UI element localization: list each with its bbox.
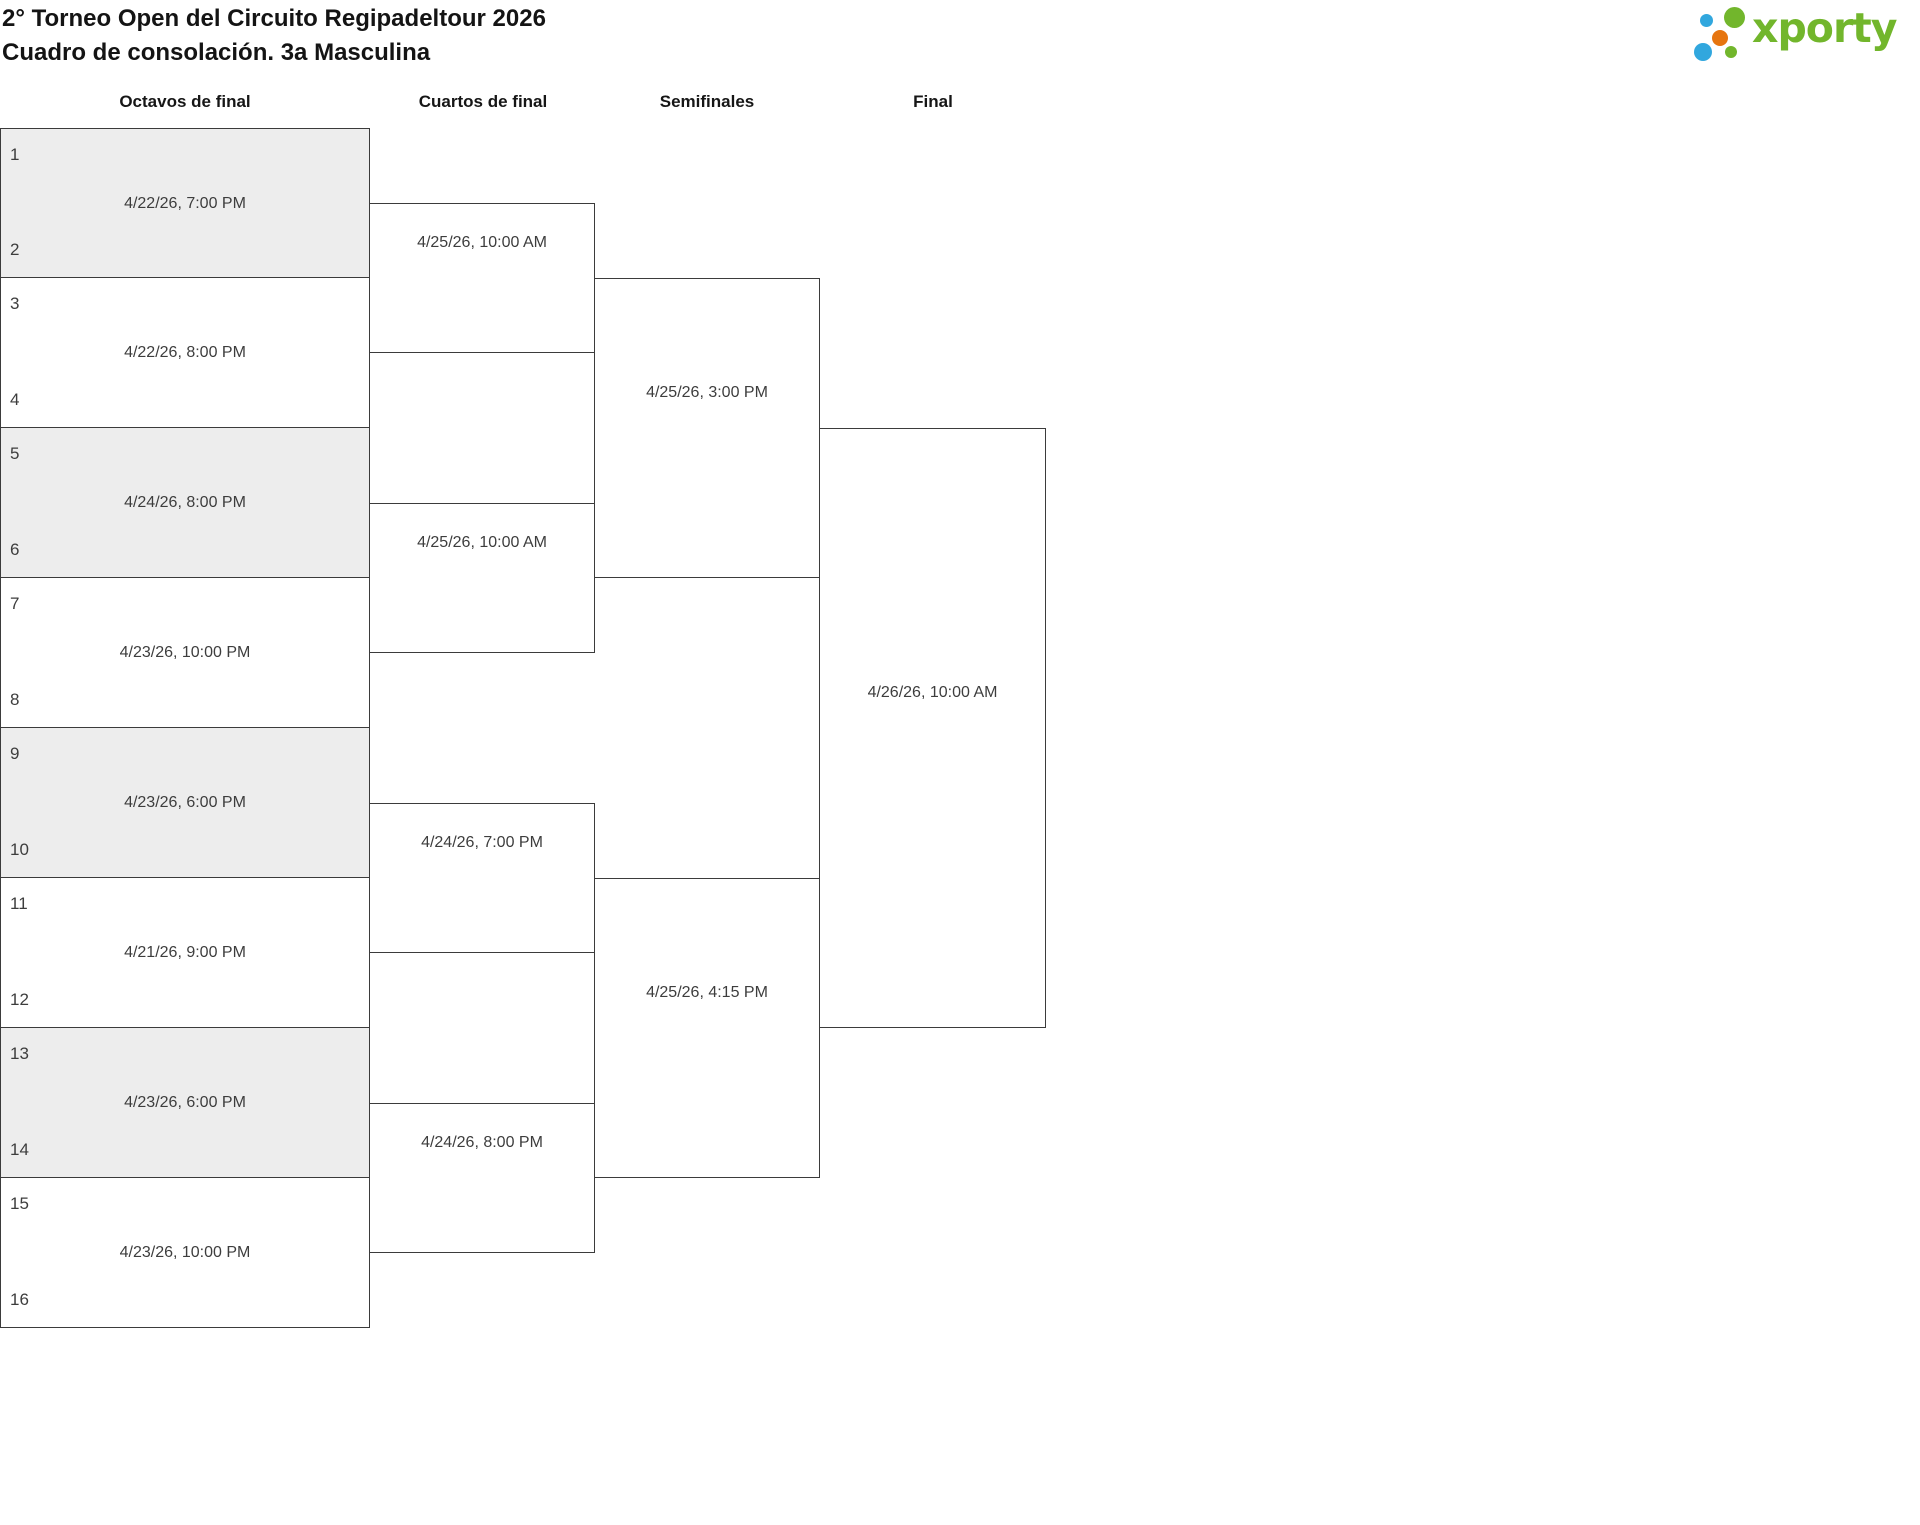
seed-number: 7: [10, 594, 20, 613]
bracket: Octavos de final Cuartos de final Semifi…: [0, 92, 1046, 1328]
logo-dot-green-large: [1724, 7, 1745, 28]
logo-dot-green-small: [1725, 46, 1737, 58]
match-box[interactable]: 5 6 4/24/26, 8:00 PM: [0, 428, 370, 578]
xporty-wordmark: xporty: [1752, 4, 1898, 52]
round-header-semifinales: Semifinales: [659, 92, 755, 111]
match-date: 4/25/26, 10:00 AM: [417, 534, 547, 551]
match-date: 4/26/26, 10:00 AM: [867, 684, 998, 701]
match-box[interactable]: 4/25/26, 10:00 AM: [369, 503, 595, 653]
match-box[interactable]: 3 4 4/22/26, 8:00 PM: [0, 278, 370, 428]
page-header: 2° Torneo Open del Circuito Regipadeltou…: [2, 2, 546, 70]
match-date: 4/24/26, 8:00 PM: [421, 1134, 543, 1151]
match-box[interactable]: 4/25/26, 10:00 AM: [369, 203, 595, 353]
round-header-cuartos: Cuartos de final: [418, 92, 548, 111]
match-date: 4/22/26, 8:00 PM: [124, 344, 246, 361]
match-box[interactable]: 4/25/26, 4:15 PM: [594, 878, 820, 1178]
match-box[interactable]: 4/26/26, 10:00 AM: [819, 428, 1046, 1028]
seed-number: 8: [10, 690, 20, 709]
seed-number: 14: [10, 1140, 29, 1159]
match-box[interactable]: 4/24/26, 7:00 PM: [369, 803, 595, 953]
match-box[interactable]: 4/24/26, 8:00 PM: [369, 1103, 595, 1253]
page-subtitle: Cuadro de consolación. 3a Masculina: [2, 39, 431, 66]
seed-number: 15: [10, 1194, 29, 1213]
match-box[interactable]: 11 12 4/21/26, 9:00 PM: [0, 878, 370, 1028]
seed-number: 2: [10, 240, 20, 259]
seed-number: 5: [10, 444, 20, 463]
match-date: 4/22/26, 7:00 PM: [124, 195, 246, 212]
match-date: 4/25/26, 10:00 AM: [417, 234, 547, 251]
seed-number: 12: [10, 990, 29, 1009]
seed-number: 10: [10, 840, 29, 859]
match-date: 4/23/26, 6:00 PM: [124, 794, 246, 811]
match-date: 4/21/26, 9:00 PM: [124, 944, 246, 961]
seed-number: 6: [10, 540, 20, 559]
match-date: 4/24/26, 7:00 PM: [421, 834, 543, 851]
page-title: 2° Torneo Open del Circuito Regipadeltou…: [2, 5, 546, 32]
logo-dot-blue-large: [1694, 43, 1712, 61]
logo-dot-blue-small: [1700, 14, 1713, 27]
round-header-final: Final: [913, 92, 953, 111]
match-box[interactable]: 1 2 4/22/26, 7:00 PM: [0, 128, 370, 278]
match-date: 4/23/26, 10:00 PM: [119, 1244, 251, 1261]
seed-number: 9: [10, 744, 20, 763]
match-date: 4/24/26, 8:00 PM: [124, 494, 246, 511]
seed-number: 13: [10, 1044, 29, 1063]
seed-number: 16: [10, 1290, 29, 1309]
match-box[interactable]: 15 16 4/23/26, 10:00 PM: [0, 1178, 370, 1328]
seed-number: 1: [10, 145, 20, 164]
match-date: 4/25/26, 4:15 PM: [646, 984, 768, 1001]
match-box[interactable]: 4/25/26, 3:00 PM: [594, 278, 820, 578]
xporty-logo[interactable]: xporty: [1690, 0, 1916, 70]
seed-number: 11: [10, 894, 28, 913]
match-date: 4/23/26, 10:00 PM: [119, 644, 251, 661]
match-date: 4/23/26, 6:00 PM: [124, 1094, 246, 1111]
match-box[interactable]: 9 10 4/23/26, 6:00 PM: [0, 728, 370, 878]
match-box[interactable]: 7 8 4/23/26, 10:00 PM: [0, 578, 370, 728]
match-box[interactable]: 13 14 4/23/26, 6:00 PM: [0, 1028, 370, 1178]
logo-dot-orange: [1712, 30, 1728, 46]
seed-number: 3: [10, 294, 20, 313]
round-header-octavos: Octavos de final: [119, 92, 251, 111]
match-date: 4/25/26, 3:00 PM: [646, 384, 768, 401]
seed-number: 4: [10, 390, 20, 409]
